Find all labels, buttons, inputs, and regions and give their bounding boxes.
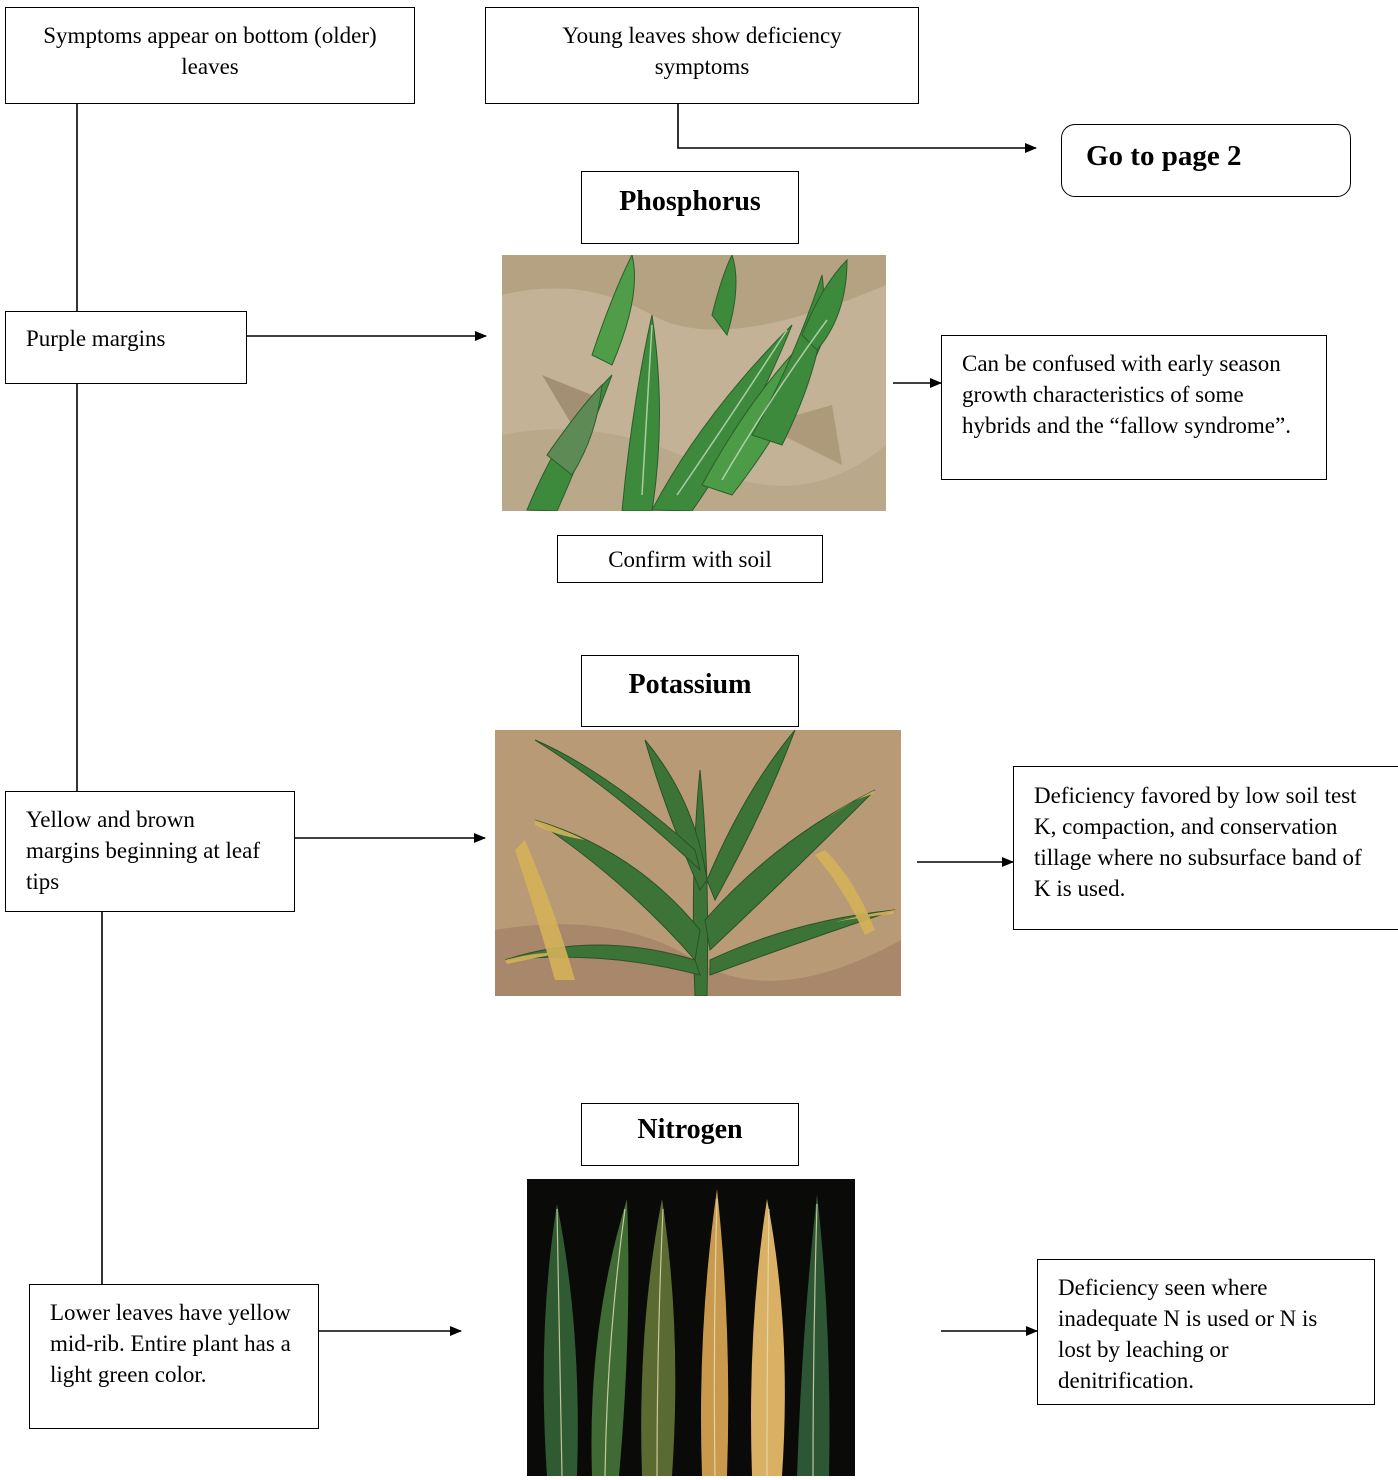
nitrogen-title: Nitrogen <box>581 1103 799 1166</box>
potassium-title: Potassium <box>581 655 799 727</box>
confirm-with-soil-box: Confirm with soil <box>557 535 823 583</box>
yellow-brown-margins-text: Yellow and brown margins beginning at le… <box>26 807 260 894</box>
purple-margins-text: Purple margins <box>26 326 166 351</box>
young-leaves-box: Young leaves show deficiency symptoms <box>485 7 919 104</box>
go-to-page-2-button[interactable]: Go to page 2 <box>1061 124 1351 197</box>
purple-margins-box: Purple margins <box>5 311 247 384</box>
lower-leaves-text: Lower leaves have yellow mid-rib. Entire… <box>50 1300 291 1387</box>
lower-leaves-box: Lower leaves have yellow mid-rib. Entire… <box>29 1284 319 1429</box>
young-leaves-text: Young leaves show deficiency symptoms <box>562 23 842 79</box>
older-leaves-text: Symptoms appear on bottom (older) leaves <box>43 23 377 79</box>
phosphorus-title: Phosphorus <box>581 171 799 244</box>
nitrogen-note: Deficiency seen where inadequate N is us… <box>1037 1259 1375 1405</box>
phosphorus-note: Can be confused with early season growth… <box>941 335 1327 480</box>
young-leaves-connector <box>677 104 1037 153</box>
older-leaves-box: Symptoms appear on bottom (older) leaves <box>5 7 415 104</box>
phosphorus-photo <box>502 255 886 511</box>
potassium-note: Deficiency favored by low soil test K, c… <box>1013 766 1398 930</box>
nitrogen-photo <box>527 1179 855 1476</box>
yellow-brown-margins-box: Yellow and brown margins beginning at le… <box>5 791 295 912</box>
go-to-page-2-label: Go to page 2 <box>1086 140 1242 172</box>
potassium-photo <box>495 730 901 996</box>
